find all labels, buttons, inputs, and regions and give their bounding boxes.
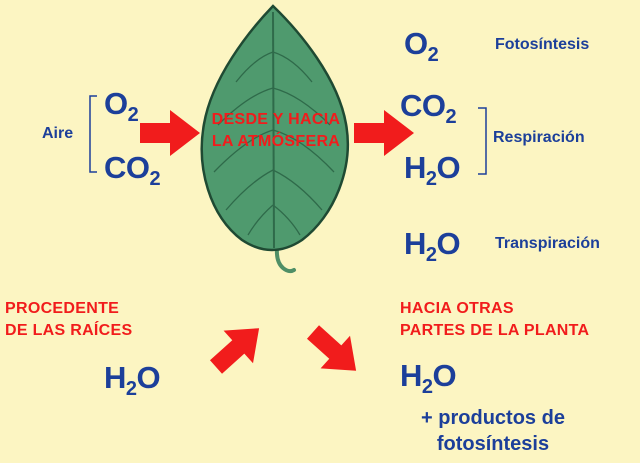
- transpiracion-label: Transpiración: [495, 235, 600, 252]
- transpiracion-h2o-formula: H2O: [404, 226, 461, 266]
- leaf-veins: [213, 11, 335, 249]
- respiracion-bracket: [478, 107, 487, 175]
- respiracion-label: Respiración: [493, 129, 585, 146]
- left-o2-formula: O2: [104, 86, 139, 126]
- plant-h2o-formula: H2O: [400, 358, 457, 398]
- left-co2-formula: CO2: [104, 150, 161, 190]
- right-o2-formula: O2: [404, 26, 439, 66]
- arrow-from-roots: [209, 328, 260, 374]
- right-h2o-formula: H2O: [404, 150, 461, 190]
- aire-bracket: [89, 95, 97, 173]
- roots-h2o-formula: H2O: [104, 360, 161, 400]
- arrow-to-plant: [306, 325, 357, 371]
- arrow-out-of-leaf: [354, 110, 414, 156]
- leaf-blade: [200, 4, 349, 252]
- leaf-stem: [274, 246, 296, 274]
- right-co2-formula: CO2: [400, 88, 457, 128]
- aire-label: Aire: [42, 125, 74, 142]
- fotosintesis-label: Fotosíntesis: [495, 36, 590, 53]
- arrow-into-leaf: [140, 110, 200, 156]
